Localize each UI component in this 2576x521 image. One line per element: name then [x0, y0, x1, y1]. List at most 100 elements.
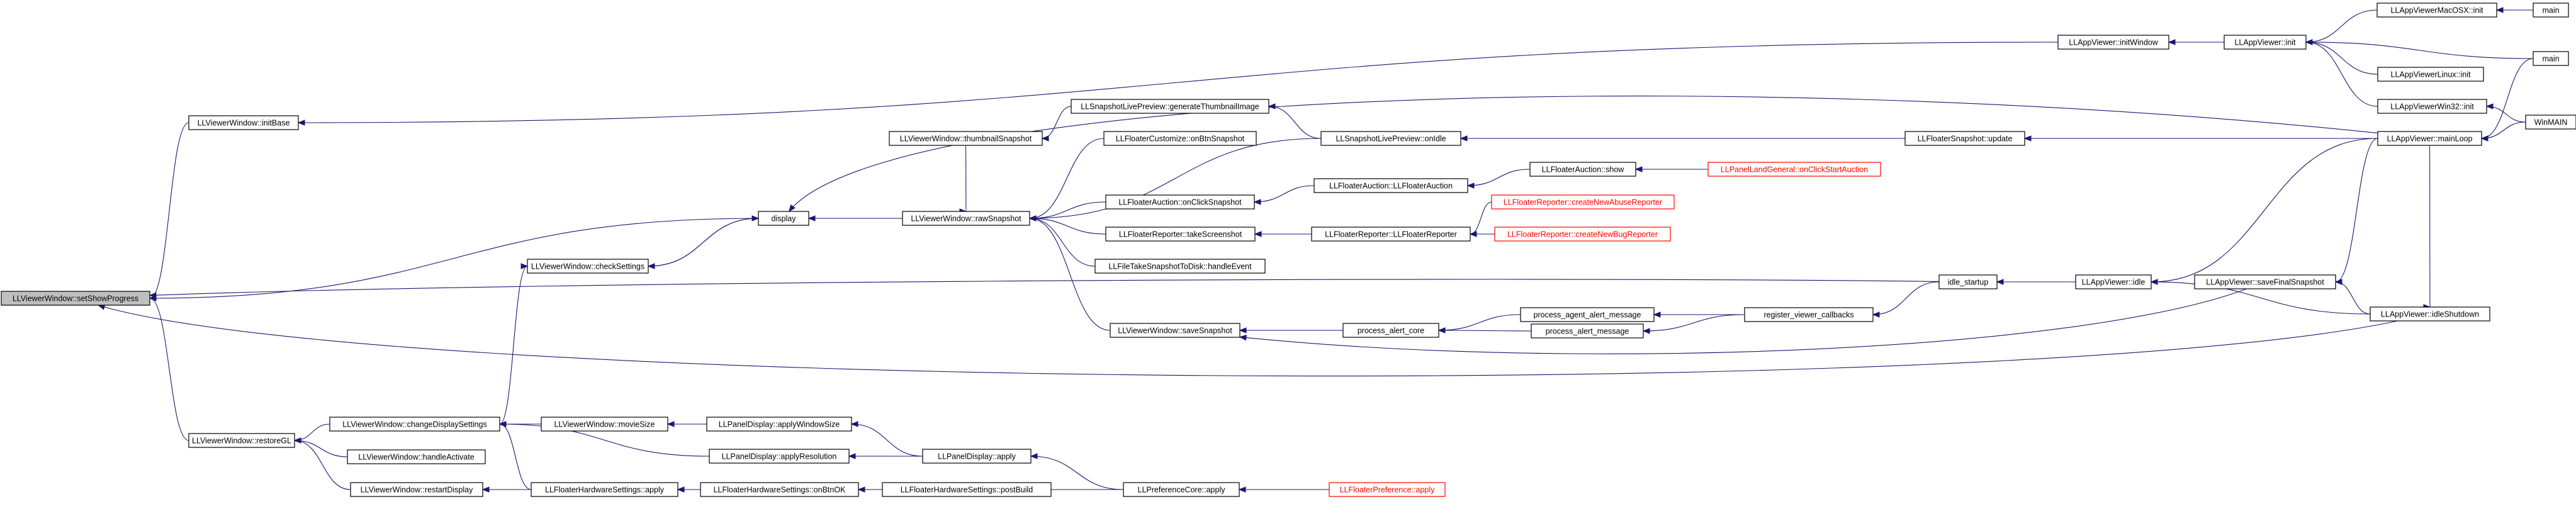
arrowhead: [857, 486, 865, 493]
node-processAlertCore[interactable]: process_alert_core: [1342, 323, 1439, 338]
node-panelDisplayApply[interactable]: LLPanelDisplay::apply: [922, 449, 1032, 464]
node-mainLoop[interactable]: LLAppViewer::mainLoop: [2377, 131, 2482, 146]
arrowhead: [1872, 311, 1880, 318]
node-setShowProgress[interactable]: LLViewerWindow::setShowProgress: [1, 291, 150, 306]
arrowhead: [1634, 166, 1643, 172]
node-onClickStartAuction[interactable]: LLPanelLandGeneral::onClickStartAuction: [1707, 162, 1881, 177]
edge-applyWindowSize-panelDisplayApply: [850, 421, 923, 457]
node-box: [2533, 51, 2569, 66]
node-onBtnSnapshot[interactable]: LLFloaterCustomize::onBtnSnapshot: [1103, 131, 1257, 146]
node-initWindow[interactable]: LLAppViewer::initWindow: [2057, 35, 2169, 50]
edges-layer: [97, 7, 2534, 493]
node-onClickSnapshot[interactable]: LLFloaterAuction::onClickSnapshot: [1105, 194, 1255, 210]
node-onIdle[interactable]: LLSnapshotLivePreview::onIdle: [1320, 131, 1461, 146]
node-mainLinux[interactable]: main: [2533, 51, 2569, 66]
node-prefCoreApply[interactable]: LLPreferenceCore::apply: [1123, 482, 1240, 497]
node-box: [1744, 307, 1874, 322]
node-box: [889, 131, 1043, 146]
node-auctionShow[interactable]: LLFloaterAuction::show: [1529, 162, 1636, 177]
edge-registerCallbacks-idleStartup: [1872, 281, 1940, 318]
arrowhead: [1041, 135, 1049, 142]
node-box: [541, 417, 668, 432]
node-floaterPrefApply[interactable]: LLFloaterPreference::apply: [1329, 482, 1446, 497]
node-checkSettings[interactable]: LLViewerWindow::checkSettings: [527, 259, 649, 274]
node-box: [527, 259, 649, 274]
arrowhead: [2168, 39, 2176, 45]
node-applyResolution[interactable]: LLPanelDisplay::applyResolution: [709, 449, 850, 464]
node-appIdle[interactable]: LLAppViewer::idle: [2075, 274, 2152, 289]
node-label: LLAppViewerMacOSX::init: [2390, 6, 2483, 15]
edge-line: [1029, 201, 1106, 219]
node-box: [1105, 194, 1255, 210]
edge-line: [149, 279, 1940, 296]
edge-line: [2305, 9, 2378, 43]
node-fhsPostBuild[interactable]: LLFloaterHardwareSettings::postBuild: [882, 482, 1052, 497]
arrowhead: [677, 486, 685, 493]
node-processAlert[interactable]: process_alert_message: [1531, 323, 1644, 339]
node-mainMac[interactable]: main: [2533, 3, 2569, 18]
node-box: [2057, 35, 2169, 50]
node-handleEvent[interactable]: LLFileTakeSnapshotToDisk::handleEvent: [1094, 259, 1266, 274]
node-initBase[interactable]: LLViewerWindow::initBase: [188, 115, 299, 130]
node-registerCallbacks[interactable]: register_viewer_callbacks: [1744, 307, 1874, 322]
arrowhead: [2305, 39, 2313, 45]
node-winMain[interactable]: WinMAIN: [2525, 115, 2576, 130]
edge-appInit-mainLinux: [2305, 39, 2534, 59]
arrowhead: [666, 421, 675, 427]
edge-setShowProgress-restoreGL: [149, 295, 189, 441]
edge-processAgentAlert-registerCallbacks: [1653, 311, 1745, 318]
node-saveFinalSnapshot[interactable]: LLAppViewer::saveFinalSnapshot: [2194, 274, 2336, 289]
node-floaterReporter[interactable]: LLFloaterReporter::LLFloaterReporter: [1311, 227, 1471, 242]
node-handleActivate[interactable]: LLViewerWindow::handleActivate: [347, 449, 486, 464]
node-idleStartup[interactable]: idle_startup: [1938, 274, 1998, 289]
edge-line: [1029, 138, 1105, 219]
node-display[interactable]: display: [758, 211, 809, 226]
node-takeScreenshot[interactable]: LLFloaterReporter::takeScreenshot: [1105, 227, 1256, 242]
node-box: [1520, 307, 1655, 322]
node-idleShutdown[interactable]: LLAppViewer::idleShutdown: [2370, 306, 2490, 322]
node-generateThumbnailImage[interactable]: LLSnapshotLivePreview::generateThumbnail…: [1071, 99, 1269, 114]
node-label: LLAppViewer::idle: [2082, 278, 2146, 287]
node-label: LLPreferenceCore::apply: [1138, 486, 1226, 495]
node-box: [531, 482, 678, 497]
node-linuxInit[interactable]: LLAppViewerLinux::init: [2377, 67, 2484, 82]
arrowhead: [1642, 328, 1650, 334]
node-box: [2224, 35, 2307, 50]
node-appInit[interactable]: LLAppViewer::init: [2224, 35, 2307, 50]
node-thumbnailSnapshot[interactable]: LLViewerWindow::thumbnailSnapshot: [889, 131, 1043, 146]
node-changeDisplaySettings[interactable]: LLViewerWindow::changeDisplaySettings: [329, 417, 500, 432]
node-floaterAuction[interactable]: LLFloaterAuction::LLFloaterAuction: [1313, 178, 1468, 193]
node-box: [1094, 259, 1266, 274]
node-createAbuse[interactable]: LLFloaterReporter::createNewAbuseReporte…: [1491, 194, 1675, 210]
edge-saveSnapshot-saveFinalSnapshot: [1239, 288, 2247, 354]
node-snapshotUpdate[interactable]: LLFloaterSnapshot::update: [1904, 131, 2025, 146]
edge-applyResolution-panelDisplayApply: [848, 453, 923, 459]
node-box: [2377, 67, 2484, 82]
node-box: [188, 115, 299, 130]
edge-floaterAuction-auctionShow: [1466, 169, 1531, 189]
node-rawSnapshot[interactable]: LLViewerWindow::rawSnapshot: [902, 211, 1030, 226]
edge-appInit-macInit: [2305, 9, 2378, 45]
node-movieSize[interactable]: LLViewerWindow::movieSize: [541, 417, 668, 432]
node-processAgentAlert[interactable]: process_agent_alert_message: [1520, 307, 1655, 322]
edge-line: [648, 218, 759, 267]
node-label: LLFloaterAuction::show: [1542, 165, 1625, 174]
node-label: LLAppViewer::mainLoop: [2387, 135, 2473, 143]
node-fhsApply[interactable]: LLFloaterHardwareSettings::apply: [531, 482, 678, 497]
node-createBug[interactable]: LLFloaterReporter::createNewBugReporter: [1494, 227, 1671, 242]
node-restoreGL[interactable]: LLViewerWindow::restoreGL: [188, 433, 295, 448]
node-applyWindowSize[interactable]: LLPanelDisplay::applyWindowSize: [706, 417, 852, 432]
node-label: process_alert_message: [1546, 327, 1629, 336]
node-label: LLFloaterCustomize::onBtnSnapshot: [1116, 135, 1245, 143]
node-macInit[interactable]: LLAppViewerMacOSX::init: [2376, 3, 2497, 18]
node-box: [2377, 131, 2482, 146]
node-fhsOnBtnOK[interactable]: LLFloaterHardwareSettings::onBtnOK: [700, 482, 859, 497]
node-box: [706, 417, 852, 432]
node-saveSnapshot[interactable]: LLViewerWindow::saveSnapshot: [1110, 323, 1240, 338]
edge-line: [294, 423, 330, 441]
edge-rawSnapshot-thumbnailSnapshot: [959, 145, 967, 215]
edge-saveFinalSnapshot-mainLoop: [2334, 138, 2378, 285]
node-win32Init[interactable]: LLAppViewerWin32::init: [2377, 99, 2487, 114]
node-restartDisplay[interactable]: LLViewerWindow::restartDisplay: [350, 482, 483, 497]
edge-line: [789, 96, 2378, 212]
